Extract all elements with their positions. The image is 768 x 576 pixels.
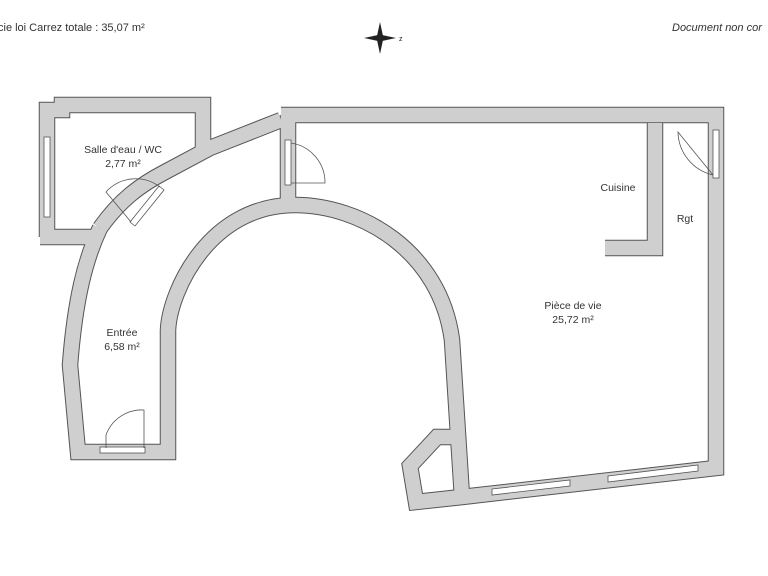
door-rgt[interactable]: [677, 130, 714, 176]
door-wc[interactable]: [105, 178, 161, 223]
room-name-cuisine: Cuisine: [600, 182, 635, 194]
disclaimer-text: Document non cor: [672, 22, 762, 34]
room-name-wc: Salle d'eau / WC: [84, 144, 162, 156]
room-area-entree: 6,58 m²: [104, 341, 140, 353]
door-frame-wc: [129, 185, 165, 227]
door-entree[interactable]: [105, 409, 145, 448]
window-living-1: [491, 479, 571, 496]
door-living[interactable]: [290, 142, 326, 184]
window-entree: [99, 446, 146, 454]
window-rgt: [712, 129, 720, 179]
room-area-wc: 2,77 m²: [105, 158, 141, 170]
room-name-entree: Entrée: [107, 327, 138, 339]
compass-letter: z: [399, 36, 403, 43]
room-area-living: 25,72 m²: [552, 314, 594, 326]
room-name-rgt: Rgt: [677, 213, 693, 225]
walls: [38, 96, 725, 512]
room-name-living: Pièce de vie: [544, 300, 601, 312]
total-area-label: cie loi Carrez totale : 35,07 m²: [0, 22, 145, 34]
window-door-living: [284, 139, 292, 186]
compass-icon: z: [364, 22, 403, 54]
window-wc: [43, 136, 51, 218]
window-living-2: [607, 464, 699, 483]
